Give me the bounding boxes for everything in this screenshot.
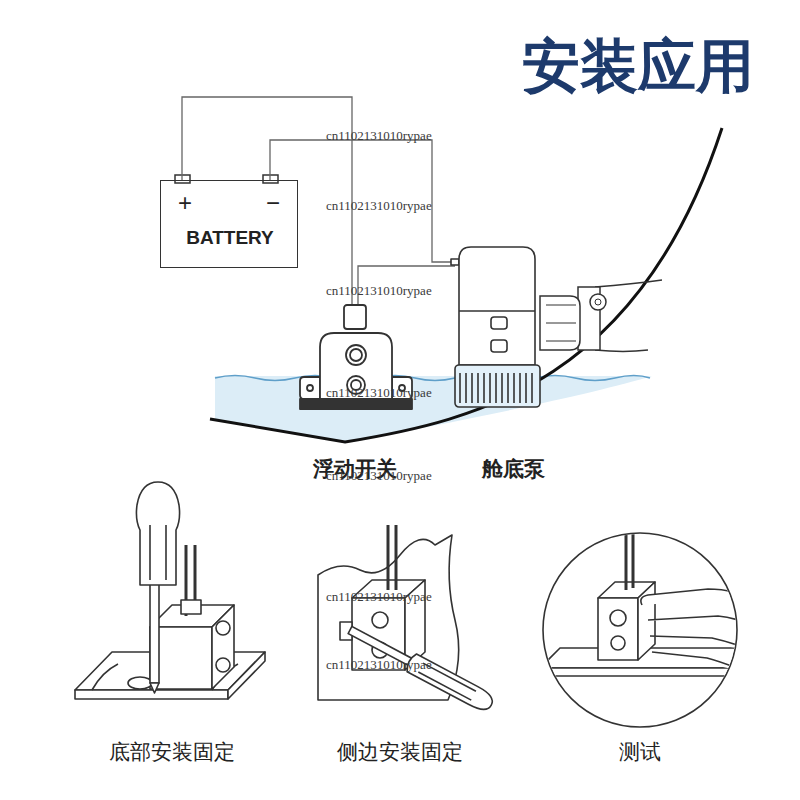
battery-label: BATTERY [161, 227, 299, 249]
bottom-mount-sketch-part [75, 690, 228, 699]
watermark: cn1102131010rypae [326, 128, 476, 144]
boat-hull-part [210, 128, 722, 442]
watermark: cn1102131010rypae [326, 589, 476, 605]
part-caption: 舱底泵 [413, 455, 613, 483]
float-hole [346, 345, 366, 365]
watermark: cn1102131010rypae [326, 657, 476, 673]
side-mount-sketch-part [387, 525, 390, 590]
bottom-mount-sketch-part [136, 482, 179, 585]
discharge-hose [540, 280, 662, 352]
strainer-rib [519, 373, 521, 403]
watermark: cn1102131010rypae [326, 283, 476, 299]
bottom-mount-sketch-part [92, 664, 118, 690]
test-sketch-part-part [638, 582, 655, 660]
screw-hole [307, 385, 313, 391]
strainer-rib [495, 373, 497, 403]
test-sketch-part-part [641, 589, 758, 672]
terminal-sign: − [263, 189, 283, 217]
bottom-mount-sketch-part [212, 605, 234, 689]
terminal-sign: + [175, 189, 195, 217]
vent-slot [491, 340, 507, 352]
strainer-rib [501, 373, 503, 403]
strainer-rib [459, 373, 461, 403]
step-caption: 侧边安装固定 [300, 738, 500, 766]
battery-box: + − BATTERY [160, 180, 298, 268]
strainer-rib [483, 373, 485, 403]
bottom-mount-sketch-part [165, 525, 167, 580]
strainer-rib [489, 373, 491, 403]
strainer-base [455, 365, 540, 407]
discharge-hose-part [595, 350, 648, 352]
test-sketch-part-part [625, 532, 628, 590]
strainer-rib [471, 373, 473, 403]
vent-slot [491, 317, 507, 329]
step-caption: 底部安装固定 [72, 738, 272, 766]
strainer-rib [465, 373, 467, 403]
side-mount-sketch-part [372, 612, 388, 628]
side-mount-sketch-part-part [418, 672, 471, 700]
battery-terminal [175, 175, 278, 183]
boat-hull [210, 128, 722, 442]
discharge-hose-part [546, 341, 576, 342]
test-sketch [540, 532, 760, 727]
pump-outline [451, 247, 540, 407]
side-mount-sketch [318, 525, 496, 714]
discharge-hose-part [546, 323, 576, 324]
bottom-mount-sketch-part [150, 583, 159, 683]
strainer-rib [477, 373, 479, 403]
wire-terminal [451, 259, 459, 265]
page-title: 安装应用 [522, 28, 754, 106]
test-sketch-part-part [540, 668, 740, 676]
bilge-pump-shape [455, 245, 540, 410]
bottom-mount-sketch [75, 482, 265, 699]
test-sketch-part [543, 533, 737, 727]
test-sketch-part-part [632, 532, 635, 588]
discharge-hose-part [595, 299, 601, 305]
mounting-base [300, 399, 412, 409]
discharge-hose-part [595, 280, 662, 287]
step-caption: 测试 [540, 738, 740, 766]
bottom-mount-sketch-part [150, 683, 159, 693]
float-switch: 浮动开关 [300, 305, 412, 417]
housing-seam [459, 310, 535, 312]
strainer-rib [507, 373, 509, 403]
watermark: cn1102131010rypae [326, 198, 476, 214]
test-sketch-part-part [598, 598, 638, 660]
bottom-mount-sketch-part [181, 600, 201, 614]
wire-sleeve [344, 305, 366, 329]
bottom-mount-sketch-part [216, 658, 230, 672]
bilge-water-part [215, 376, 650, 381]
bottom-mount-sketch-part [149, 525, 151, 580]
float-hole [350, 349, 362, 361]
bottom-mount-sketch-part [216, 621, 230, 635]
watermark: cn1102131010rypae [326, 468, 476, 484]
strainer-rib [525, 373, 527, 403]
float-switch-shape [300, 305, 412, 417]
test-sketch-part-part [611, 636, 625, 650]
test-sketch-part [540, 532, 760, 676]
mounting-ear [300, 377, 320, 399]
bottom-mount-sketch-part [128, 677, 152, 689]
bilge-pump: 舱底泵 [455, 245, 540, 410]
side-mount-sketch-part [395, 525, 398, 590]
strainer-rib [531, 373, 533, 403]
discharge-hose-part [590, 294, 606, 310]
discharge-hose-part [546, 305, 576, 306]
test-sketch-part-part [610, 610, 626, 626]
strainer-rib [513, 373, 515, 403]
watermark: cn1102131010rypae [326, 385, 476, 401]
pump-housing [459, 247, 535, 365]
discharge-hose-part [540, 296, 580, 350]
